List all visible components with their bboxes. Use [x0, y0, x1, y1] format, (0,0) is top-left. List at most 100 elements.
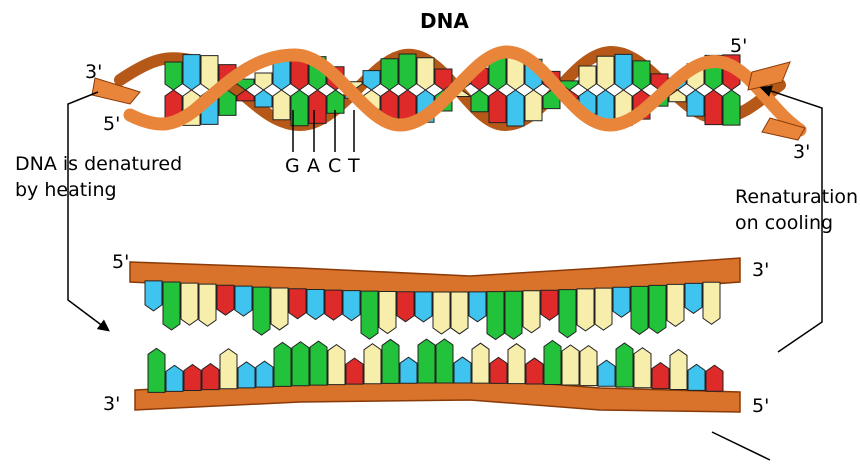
upper-base-block: [595, 288, 612, 330]
upper-base-block: [505, 291, 522, 339]
helix-base-block: [705, 90, 722, 125]
helix-label-right-top: 5': [730, 35, 747, 57]
upper-base-block: [325, 290, 342, 320]
lower-base-block: [418, 339, 435, 383]
lower-base-block: [454, 357, 471, 383]
upper-base-block: [145, 281, 162, 311]
upper-base-block: [379, 292, 396, 334]
lower-base-block: [544, 340, 561, 384]
helix-base-block: [309, 90, 326, 123]
base-label-g: G: [285, 155, 300, 177]
helix-base-block: [687, 90, 704, 116]
helix-base-block: [633, 61, 650, 90]
strand-upper-left-label: 5': [112, 251, 129, 273]
upper-base-block: [433, 292, 450, 334]
lower-base-block: [346, 358, 363, 384]
helix-base-block: [471, 90, 488, 112]
upper-base-block: [613, 287, 630, 317]
helix-base-block: [183, 55, 200, 90]
upper-base-block: [271, 288, 288, 330]
upper-base-block: [415, 292, 432, 322]
upper-base-block: [235, 286, 252, 316]
lower-base-block: [616, 343, 633, 387]
double-helix: [92, 52, 805, 152]
base-label-c: C: [328, 155, 341, 177]
renature-label-line2: on cooling: [735, 212, 833, 234]
upper-base-block: [649, 285, 666, 333]
denature-label-line2: by heating: [15, 179, 117, 201]
lower-base-block: [238, 362, 255, 388]
helix-base-block: [273, 90, 290, 120]
denature-arrow: [68, 92, 108, 330]
lower-base-block: [292, 342, 309, 386]
lower-base-block: [202, 364, 219, 390]
helix-base-block: [525, 90, 542, 121]
lower-base-block: [256, 361, 273, 387]
upper-base-block: [361, 291, 378, 339]
lower-base-block: [598, 360, 615, 386]
strand-lower-right-label: 5': [752, 395, 769, 417]
lower-base-block: [328, 345, 345, 385]
lower-base-block: [508, 344, 525, 384]
base-label-t: T: [347, 155, 360, 177]
lower-base-block: [580, 346, 597, 386]
diagram-title: DNA: [420, 9, 469, 33]
upper-base-block: [541, 290, 558, 320]
lower-base-block: [148, 348, 165, 392]
helix-base-block: [255, 90, 272, 107]
lower-base-block: [652, 363, 669, 389]
upper-base-block: [487, 292, 504, 340]
upper-base-block: [703, 282, 720, 324]
helix-base-block: [579, 66, 596, 90]
lower-base-block: [526, 358, 543, 384]
helix-base-block: [273, 60, 290, 90]
helix-label-left-bottom: 5': [103, 113, 120, 135]
helix-base-block: [615, 54, 632, 90]
base-label-a: A: [307, 155, 320, 177]
denature-label-line1: DNA is denatured: [15, 153, 182, 175]
lower-base-block: [670, 349, 687, 389]
upper-base-block: [523, 291, 540, 333]
strand-lower-left-label: 3': [103, 393, 120, 415]
strand-upper: [130, 258, 740, 340]
helix-base-block: [597, 56, 614, 90]
upper-base-block: [469, 292, 486, 322]
strand-upper-right-label: 3': [752, 259, 769, 281]
lower-base-block: [706, 365, 723, 391]
lower-base-block: [274, 342, 291, 386]
lower-base-block: [472, 343, 489, 383]
helix-base-block: [399, 54, 416, 90]
lower-base-block: [310, 341, 327, 385]
upper-base-block: [343, 291, 360, 321]
helix-label-right-bottom: 3': [793, 141, 810, 163]
lower-base-block: [688, 364, 705, 390]
lower-base-block: [490, 357, 507, 383]
upper-base-block: [631, 286, 648, 334]
upper-base-block: [289, 289, 306, 319]
helix-base-block: [255, 73, 272, 90]
helix-base-block: [723, 90, 740, 125]
helix-base-block: [327, 90, 344, 113]
upper-base-block: [685, 283, 702, 313]
upper-base-block: [559, 290, 576, 338]
lower-base-block: [220, 349, 237, 389]
upper-base-block: [451, 292, 468, 334]
upper-base-block: [181, 283, 198, 325]
upper-base-block: [253, 287, 270, 335]
helix-base-block: [417, 58, 434, 90]
upper-base-block: [397, 292, 414, 322]
upper-base-block: [577, 289, 594, 331]
helix-base-block: [165, 62, 182, 90]
upper-base-block: [307, 289, 324, 319]
upper-base-block: [163, 282, 180, 330]
lower-base-block: [382, 339, 399, 383]
helix-base-block: [381, 59, 398, 90]
helix-base-block: [507, 90, 524, 126]
lower-base-block: [184, 364, 201, 390]
strand-lower: [135, 339, 740, 412]
lower-base-block: [166, 365, 183, 391]
helix-label-left-top: 3': [85, 61, 102, 83]
lower-base-block: [364, 344, 381, 384]
renature-arrow-tail: [712, 432, 770, 460]
upper-base-block: [667, 284, 684, 326]
